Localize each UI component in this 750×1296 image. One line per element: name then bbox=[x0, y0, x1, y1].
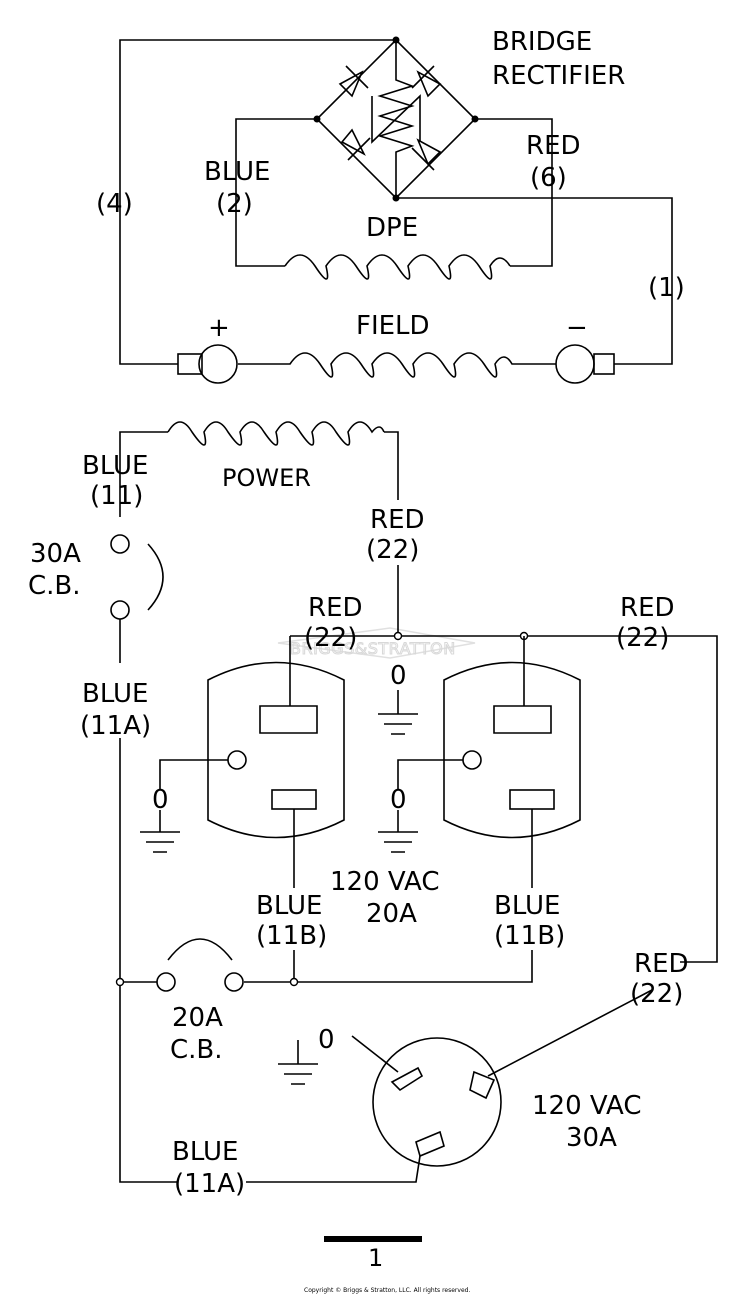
ground-twistlock bbox=[278, 1040, 318, 1085]
label-wire-11b-left: (11B) bbox=[256, 921, 327, 951]
diode-bottom-left bbox=[340, 128, 371, 161]
bridge-rectifier bbox=[313, 36, 479, 202]
label-power: POWER bbox=[222, 464, 311, 492]
duplex-receptacle-left[interactable] bbox=[207, 661, 345, 839]
field-minus-brush bbox=[555, 344, 595, 384]
label-wire-1: (1) bbox=[648, 273, 685, 303]
label-red-22-top: RED bbox=[370, 505, 425, 535]
label-wire-22-top: (22) bbox=[366, 535, 419, 565]
label-wire-4: (4) bbox=[96, 189, 133, 219]
watermark-logo: BRIGGS&STRATTON bbox=[277, 627, 476, 659]
label-cb20-a: 20A bbox=[172, 1003, 223, 1033]
label-cb30-a: 30A bbox=[30, 539, 81, 569]
label-wire-11a-top: (11A) bbox=[80, 711, 151, 741]
ground-mid bbox=[378, 810, 418, 853]
label-ground-left: 0 bbox=[152, 785, 169, 815]
label-wire-22-right: (22) bbox=[616, 623, 669, 653]
label-plus: + bbox=[208, 313, 230, 343]
dpe-coil bbox=[284, 254, 511, 280]
page-number: 1 bbox=[368, 1244, 383, 1272]
label-duplex-b: 20A bbox=[366, 899, 417, 929]
label-blue-11: BLUE bbox=[82, 451, 149, 481]
label-wire-11a-bottom: (11A) bbox=[174, 1169, 245, 1199]
twistlock-receptacle-30a[interactable] bbox=[372, 1037, 502, 1167]
label-twist-a: 120 VAC bbox=[532, 1091, 642, 1121]
label-red-22-right: RED bbox=[620, 593, 675, 623]
label-cb20-b: C.B. bbox=[170, 1035, 223, 1065]
ground-center bbox=[378, 690, 418, 735]
duplex-receptacle-right[interactable] bbox=[443, 661, 581, 839]
label-cb30-b: C.B. bbox=[28, 571, 81, 601]
label-dpe: DPE bbox=[366, 213, 418, 243]
watermark-text: BRIGGS&STRATTON bbox=[290, 639, 456, 658]
label-duplex-a: 120 VAC bbox=[330, 867, 440, 897]
bridge-rectifier-title-1: BRIDGE bbox=[492, 27, 592, 57]
label-blue-11b-left: BLUE bbox=[256, 891, 323, 921]
label-field: FIELD bbox=[356, 311, 430, 341]
label-blue-2: BLUE bbox=[204, 157, 271, 187]
label-blue-11b-right: BLUE bbox=[494, 891, 561, 921]
field-minus-terminal bbox=[593, 353, 615, 375]
label-wire-11b-right: (11B) bbox=[494, 921, 565, 951]
label-twist-b: 30A bbox=[566, 1123, 617, 1153]
label-ground-center: 0 bbox=[390, 661, 407, 691]
label-blue-11a-bottom: BLUE bbox=[172, 1137, 239, 1167]
field-coil bbox=[238, 352, 556, 378]
label-blue-11a-top: BLUE bbox=[82, 679, 149, 709]
field-plus-terminal bbox=[177, 353, 203, 375]
bridge-rectifier-title-2: RECTIFIER bbox=[492, 61, 625, 91]
diode-bottom-right bbox=[411, 138, 442, 171]
label-ground-twistlock: 0 bbox=[318, 1025, 335, 1055]
label-wire-22-bottom: (22) bbox=[630, 979, 683, 1009]
diode-top-left bbox=[338, 65, 369, 98]
label-wire-11: (11) bbox=[90, 481, 143, 511]
ground-left bbox=[140, 810, 180, 853]
label-minus: − bbox=[566, 313, 588, 343]
breaker-20a[interactable] bbox=[156, 938, 244, 992]
diode-top-right bbox=[411, 65, 442, 98]
label-red-6: RED bbox=[526, 131, 581, 161]
varistor-resistor bbox=[371, 40, 421, 198]
power-coil bbox=[167, 421, 385, 446]
label-red-22-bottom: RED bbox=[634, 949, 689, 979]
breaker-30a[interactable] bbox=[110, 534, 164, 620]
copyright-notice: Copyright © Briggs & Stratton, LLC. All … bbox=[304, 1287, 470, 1294]
label-ground-mid: 0 bbox=[390, 785, 407, 815]
label-red-22-left: RED bbox=[308, 593, 363, 623]
field-plus-brush bbox=[198, 344, 238, 384]
label-wire-2: (2) bbox=[216, 189, 253, 219]
label-wire-22-left: (22) bbox=[304, 623, 357, 653]
label-wire-6: (6) bbox=[530, 163, 567, 193]
page-bar bbox=[324, 1236, 422, 1242]
